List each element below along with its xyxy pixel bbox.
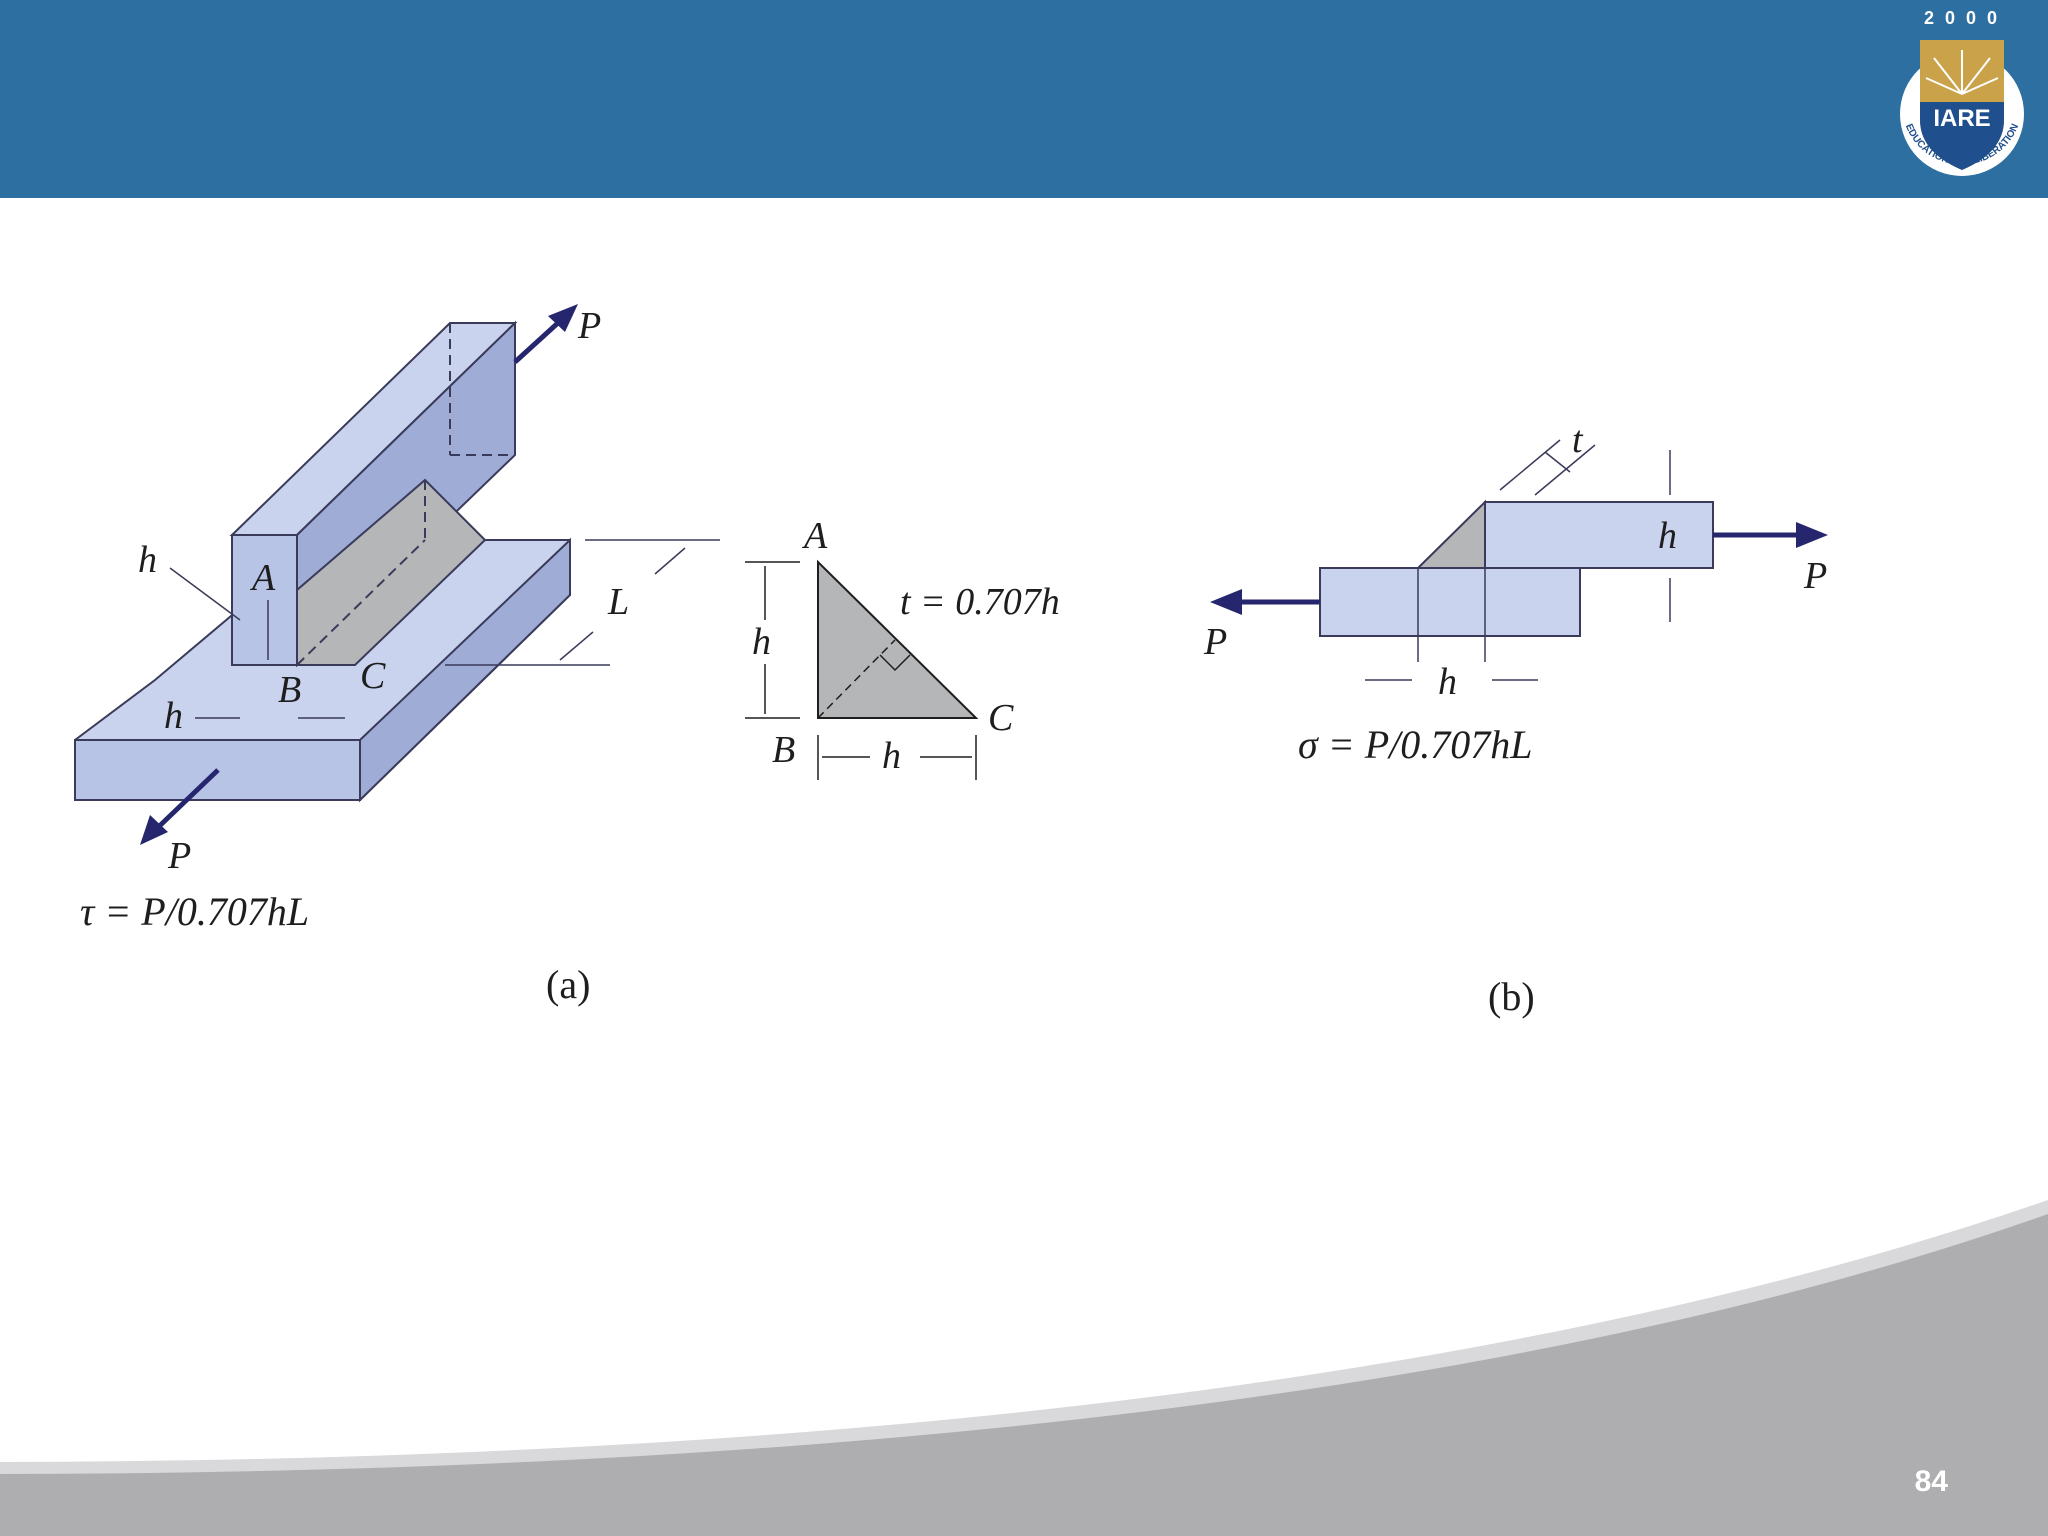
label-p-bottom: P	[167, 835, 191, 877]
label-p-top: P	[577, 305, 601, 347]
upright-plate-front	[231, 534, 298, 666]
figure-a: P P h A B C h L τ = P/0.707hL (a)	[74, 304, 720, 1007]
logo-name: IARE	[1933, 105, 1990, 132]
figure-b: t h P P h σ = P/0.707hL (b)	[1203, 419, 1828, 1019]
label-throat-b: t	[1572, 419, 1584, 461]
logo-year: 2 0 0 0	[1924, 8, 2000, 28]
label-leg-b: h	[1438, 661, 1457, 703]
formula-shear: τ = P/0.707hL	[80, 889, 309, 934]
tri-label-c: C	[988, 697, 1014, 739]
load-arrow-bottom	[148, 768, 220, 837]
label-p-right: P	[1803, 555, 1827, 597]
tri-label-a: A	[801, 515, 828, 557]
caption-b: (b)	[1488, 974, 1535, 1019]
tri-label-b: B	[772, 729, 795, 771]
footer-swoosh	[0, 1200, 2048, 1536]
label-length: L	[607, 581, 629, 623]
lower-plate	[1319, 567, 1581, 637]
weld-diagram: P P h A B C h L τ = P/0.707hL (a) A B C …	[74, 304, 1828, 1019]
caption-a: (a)	[546, 962, 590, 1007]
page-number: 84	[1914, 1465, 1948, 1498]
label-leg: h	[164, 695, 183, 737]
upper-plate	[1484, 501, 1714, 569]
label-point-a: A	[249, 557, 276, 599]
label-p-left: P	[1203, 621, 1227, 663]
label-point-b: B	[278, 669, 301, 711]
base-plate-side	[359, 537, 571, 803]
iare-logo: 2 0 0 0 IARE EDUCATION FOR LIBERATION	[1900, 8, 2024, 176]
label-thickness-b: h	[1658, 515, 1677, 557]
label-point-c: C	[360, 655, 386, 697]
tri-label-base: h	[882, 735, 901, 777]
label-weld-size: h	[138, 539, 157, 581]
triangle-detail: A B C h h t = 0.707h	[745, 515, 1060, 780]
header-bar	[0, 0, 2048, 198]
tri-label-throat: t = 0.707h	[900, 581, 1060, 623]
weld-bead-b	[1415, 499, 1486, 569]
tri-label-height: h	[752, 621, 771, 663]
formula-normal: σ = P/0.707hL	[1298, 722, 1533, 767]
